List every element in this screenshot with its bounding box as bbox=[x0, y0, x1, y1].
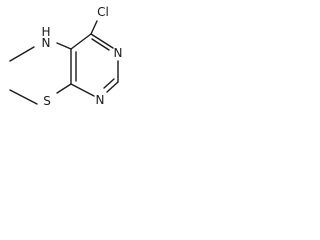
bond-c2-n1 bbox=[106, 81, 119, 93]
bonds bbox=[9, 20, 119, 105]
amine-nitrogen-label: N bbox=[42, 36, 51, 50]
bond-c4-cl bbox=[90, 20, 98, 35]
bond-c4-n3-double bbox=[91, 38, 110, 51]
bond-n1-c6 bbox=[70, 83, 95, 97]
ring-nitrogen-top-label: N bbox=[114, 46, 123, 60]
bond-c6-s bbox=[56, 83, 72, 94]
bond-n-amine-methyl bbox=[9, 46, 35, 62]
ring-nitrogen-bottom-label: N bbox=[96, 93, 105, 107]
bond-c5-n-amine bbox=[56, 42, 72, 50]
bond-c2-n1-double bbox=[103, 78, 115, 89]
sulfur-label: S bbox=[43, 94, 51, 108]
chemical-structure: Cl H N N N S bbox=[9, 5, 122, 108]
atom-labels: Cl H N N N S bbox=[41, 5, 122, 108]
amine-hydrogen-label: H bbox=[41, 25, 50, 39]
bond-c4-n3 bbox=[90, 33, 114, 49]
bond-s-methyl bbox=[9, 89, 38, 105]
chlorine-label: Cl bbox=[97, 5, 109, 19]
bond-c4-c5 bbox=[70, 33, 92, 50]
